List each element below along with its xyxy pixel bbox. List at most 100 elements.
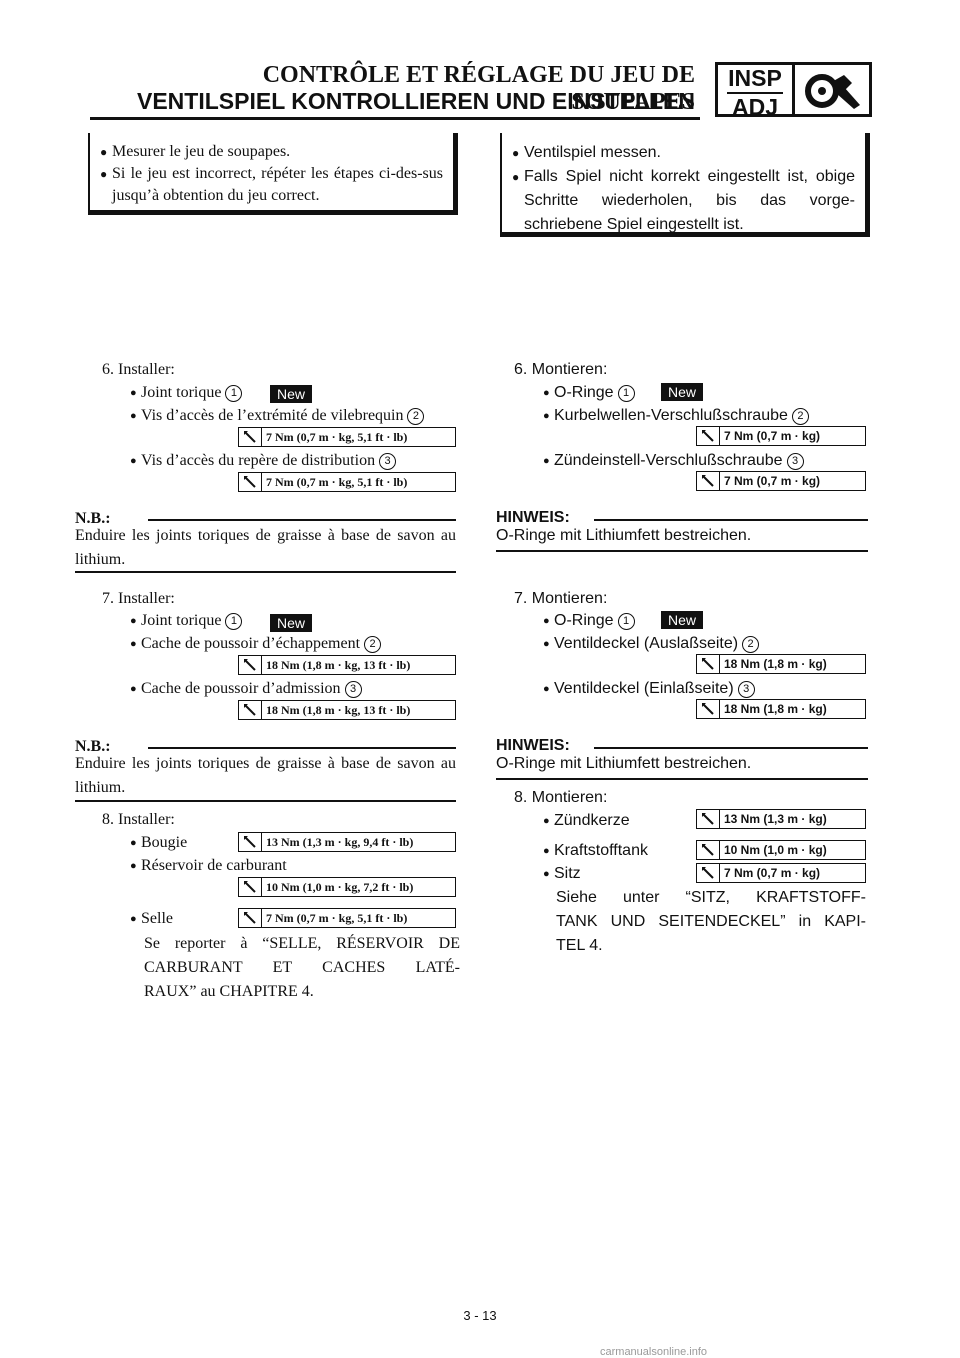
callout-number: 1 bbox=[617, 385, 635, 402]
torque-wrench-icon bbox=[697, 841, 720, 859]
step8-reference-de: Siehe unter “SITZ, KRAFTSTOFF- TANK UND … bbox=[556, 889, 866, 954]
bullet-icon: ● bbox=[543, 815, 550, 827]
nb-divider bbox=[594, 747, 868, 749]
torque-wrench-icon bbox=[697, 472, 720, 490]
nb-text: Enduire les joints toriques de graisse à… bbox=[75, 527, 456, 568]
callout-number: 1 bbox=[617, 613, 635, 630]
torque-wrench-icon bbox=[239, 701, 262, 719]
torque-spec: 18 Nm (1,8 m · kg, 13 ft · lb) bbox=[238, 655, 456, 675]
bullet-icon: ● bbox=[543, 845, 550, 857]
bullet-icon: ● bbox=[543, 868, 550, 880]
bullet-icon: ● bbox=[512, 146, 520, 160]
torque-wrench-icon bbox=[239, 878, 262, 896]
torque-spec: 7 Nm (0,7 m · kg) bbox=[696, 426, 866, 446]
list-item: ●Falls Spiel nicht korrekt eingestellt i… bbox=[512, 165, 855, 237]
step6-heading-de: 6. Montieren: bbox=[514, 361, 608, 378]
torque-spec: 10 Nm (1,0 m · kg) bbox=[696, 840, 866, 860]
bullet-icon: ● bbox=[130, 455, 137, 467]
bullet-icon: ● bbox=[543, 455, 550, 467]
torque-spec: 7 Nm (0,7 m · kg, 5,1 ft · lb) bbox=[238, 472, 456, 492]
callout-number: 3 bbox=[737, 681, 755, 698]
callout-number: 2 bbox=[407, 408, 425, 425]
bullet-icon: ● bbox=[543, 615, 550, 627]
nb-divider bbox=[148, 519, 456, 521]
torque-wrench-icon bbox=[239, 428, 262, 446]
torque-spec: 7 Nm (0,7 m · kg) bbox=[696, 471, 866, 491]
watermark: carmanualsonline.info bbox=[600, 1346, 708, 1358]
badge-top-label: INSP bbox=[728, 65, 782, 91]
torque-spec: 13 Nm (1,3 m · kg) bbox=[696, 809, 866, 829]
new-badge: New bbox=[661, 611, 704, 629]
bullet-icon: ● bbox=[543, 387, 550, 399]
step6-heading-fr: 6. Installer: bbox=[102, 361, 175, 378]
torque-spec: 13 Nm (1,3 m · kg, 9,4 ft · lb) bbox=[238, 832, 456, 852]
bullet-icon: ● bbox=[512, 170, 520, 184]
step8-item1-fr: ●Bougie bbox=[130, 834, 188, 851]
torque-wrench-icon bbox=[239, 473, 262, 491]
torque-spec: 18 Nm (1,8 m · kg) bbox=[696, 699, 866, 719]
list-item: ●Mesurer le jeu de soupapes. bbox=[100, 141, 443, 163]
torque-spec: 18 Nm (1,8 m · kg) bbox=[696, 654, 866, 674]
nb-label: HINWEIS: bbox=[496, 509, 570, 526]
nb-label: HINWEIS: bbox=[496, 737, 570, 754]
badge-bottom-label: ADJ bbox=[731, 94, 778, 120]
torque-spec: 18 Nm (1,8 m · kg, 13 ft · lb) bbox=[238, 700, 456, 720]
bullet-icon: ● bbox=[130, 387, 137, 399]
page-number: 3 - 13 bbox=[463, 1308, 497, 1323]
notice-box-fr: ●Mesurer le jeu de soupapes. ●Si le jeu … bbox=[88, 133, 458, 215]
callout-number: 2 bbox=[742, 636, 760, 653]
step8-item2-de: ●Kraftstofftank bbox=[543, 842, 648, 859]
callout-number: 1 bbox=[225, 385, 243, 402]
list-item: ●Si le jeu est incorrect, répéter les ét… bbox=[100, 163, 443, 207]
nb-label: N.B.: bbox=[75, 738, 111, 755]
callout-number: 3 bbox=[344, 681, 362, 698]
torque-spec: 10 Nm (1,0 m · kg, 7,2 ft · lb) bbox=[238, 877, 456, 897]
torque-wrench-icon bbox=[239, 833, 262, 851]
bullet-icon: ● bbox=[543, 683, 550, 695]
bullet-icon: ● bbox=[130, 837, 137, 849]
header-rule bbox=[90, 117, 700, 120]
bullet-icon: ● bbox=[543, 410, 550, 422]
new-badge: New bbox=[270, 385, 313, 403]
torque-wrench-icon bbox=[239, 656, 262, 674]
torque-wrench-icon bbox=[697, 427, 720, 445]
bullet-icon: ● bbox=[100, 145, 108, 159]
nb-divider bbox=[496, 550, 868, 552]
new-badge: New bbox=[270, 614, 313, 632]
bullet-icon: ● bbox=[130, 913, 137, 925]
torque-wrench-icon bbox=[697, 810, 720, 828]
nb-label: N.B.: bbox=[75, 510, 111, 527]
step7-item3-de: ●Ventildeckel (Einlaßseite)3 bbox=[543, 679, 755, 699]
callout-number: 2 bbox=[364, 636, 382, 653]
nb-divider bbox=[496, 778, 868, 780]
wrench-icon bbox=[805, 74, 860, 109]
bullet-icon: ● bbox=[130, 638, 137, 650]
bullet-icon: ● bbox=[130, 683, 137, 695]
step7-item2-de: ●Ventildeckel (Auslaßseite)2 bbox=[543, 634, 760, 654]
bullet-icon: ● bbox=[130, 615, 137, 627]
nb-divider bbox=[594, 519, 868, 521]
bullet-icon: ● bbox=[130, 410, 137, 422]
step8-heading-de: 8. Montieren: bbox=[514, 789, 608, 806]
step8-item3-fr: ●Selle bbox=[130, 910, 173, 927]
nb-divider bbox=[75, 571, 456, 573]
step6-item2-fr: ●Vis d’accès de l’extrémité de vilebrequ… bbox=[130, 406, 425, 426]
torque-wrench-icon bbox=[697, 700, 720, 718]
step8-heading-fr: 8. Installer: bbox=[102, 811, 175, 828]
nb-text: O-Ringe mit Lithiumfett bestreichen. bbox=[496, 527, 752, 544]
badge-divider bbox=[727, 92, 783, 94]
new-badge: New bbox=[661, 383, 704, 401]
torque-wrench-icon bbox=[697, 864, 720, 882]
page-title-de: VENTILSPIEL KONTROLLIEREN UND EINSTELLEN bbox=[137, 88, 695, 114]
nb-divider bbox=[75, 800, 456, 802]
callout-number: 3 bbox=[379, 453, 397, 470]
callout-number: 1 bbox=[225, 613, 243, 630]
notice-box-de: ●Ventilspiel messen. ●Falls Spiel nicht … bbox=[500, 133, 870, 237]
